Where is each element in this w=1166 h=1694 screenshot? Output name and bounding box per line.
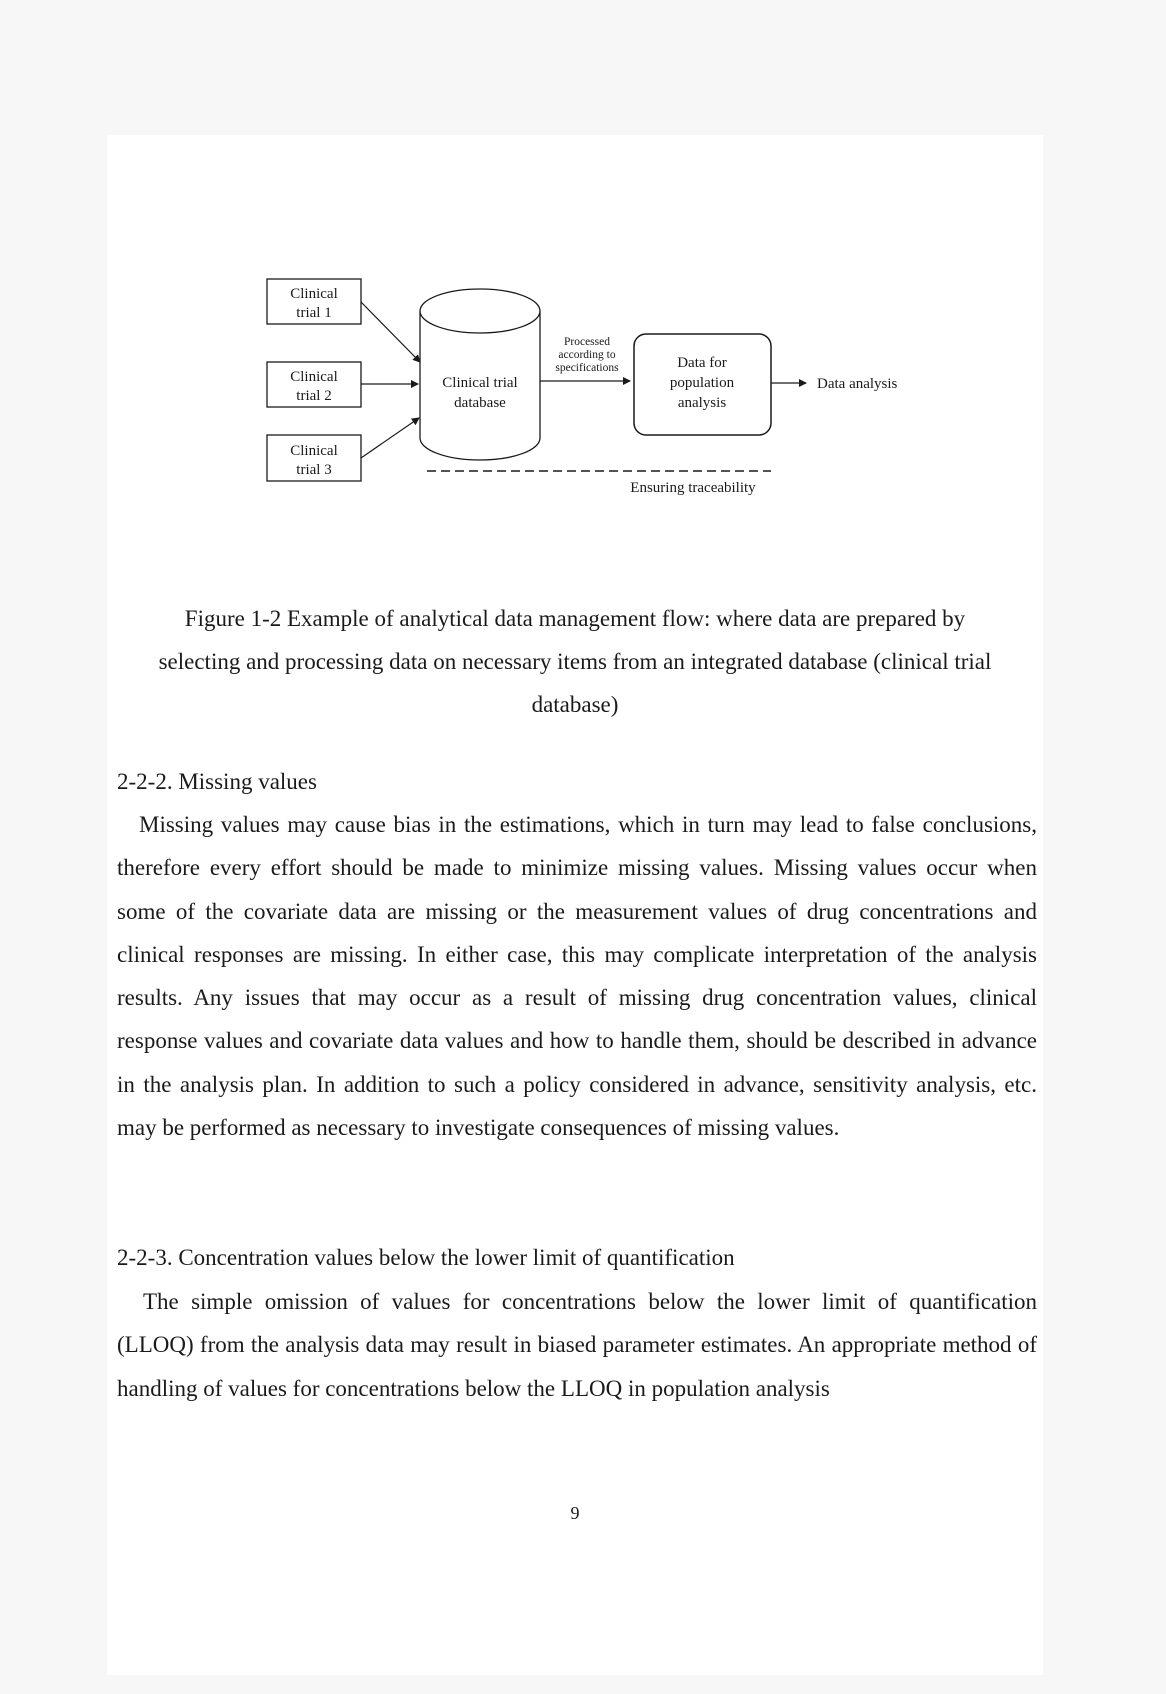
arrow-trial1-to-database [360, 301, 421, 363]
trial-box-2-label-line2: trial 2 [296, 388, 331, 404]
traceability-label: Ensuring traceability [630, 480, 756, 495]
page-number: 9 [570, 1503, 580, 1523]
trial-box-3-label-line1: Clinical [290, 443, 338, 459]
process-label-line1: Processed [564, 336, 610, 348]
document-page: Clinical trial 1 Clinical trial 2 Clinic… [107, 135, 1043, 1675]
output-label-line1: Data for [677, 355, 727, 371]
output-label-line2: population [670, 375, 735, 391]
database-label-line1: Clinical trial [442, 375, 517, 391]
figure-caption-line3: database) [531, 692, 619, 717]
paragraph-missing-values: Missing values may cause bias in the est… [117, 812, 1037, 1141]
trial-box-1: Clinical trial 1 [266, 278, 362, 325]
data-flow-diagram: Clinical trial 1 Clinical trial 2 Clinic… [266, 278, 898, 495]
trial-box-2-label-line1: Clinical [290, 369, 338, 385]
process-label-line2: according to [558, 349, 615, 361]
trial-box-3: Clinical trial 3 [266, 434, 362, 482]
paragraph-lloq: The simple omission of values for concen… [117, 1289, 1037, 1401]
trial-box-1-label-line2: trial 1 [296, 305, 331, 321]
figure-caption-line2: selecting and processing data on necessa… [158, 649, 992, 674]
process-label-line3: specifications [555, 362, 619, 374]
data-analysis-label: Data analysis [817, 376, 898, 392]
figure-caption-line1: Figure 1-2 Example of analytical data ma… [184, 606, 966, 631]
trial-box-2: Clinical trial 2 [266, 361, 362, 408]
database-cylinder: Clinical trial database [419, 288, 541, 461]
database-label-line2: database [454, 395, 506, 411]
section-heading-lloq: 2-2-3. Concentration values below the lo… [117, 1245, 735, 1270]
section-heading-missing-values: 2-2-2. Missing values [117, 769, 317, 794]
output-label-line3: analysis [678, 395, 726, 411]
arrow-trial3-to-database [360, 417, 420, 459]
trial-box-1-label-line1: Clinical [290, 286, 338, 302]
output-data-box: Data for population analysis [633, 333, 772, 436]
trial-box-3-label-line2: trial 3 [296, 462, 331, 478]
